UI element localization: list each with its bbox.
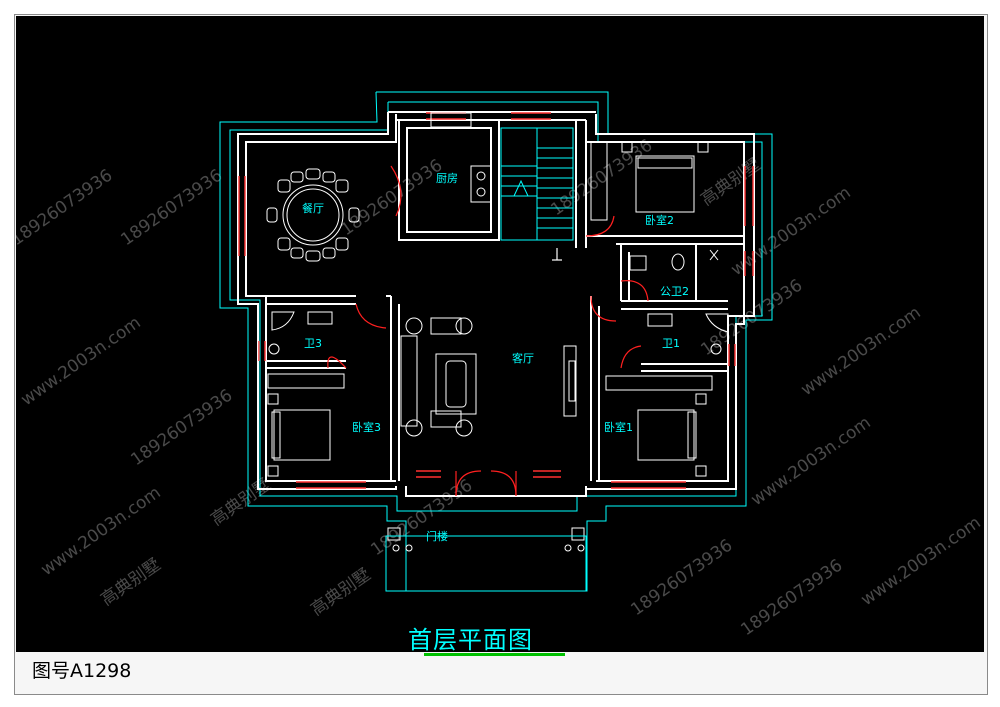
- watermark-phone: 18926073936: [117, 165, 226, 250]
- room-label-public-bath2: 公卫2: [660, 285, 689, 298]
- watermark-phone: 18926073936: [627, 535, 736, 620]
- doors: [327, 165, 649, 497]
- outer-outline: [219, 91, 773, 592]
- fixtures: [266, 112, 729, 592]
- cad-drawing-canvas: 18926073936 18926073936 18926073936 1892…: [16, 16, 984, 652]
- watermark-phone: 18926073936: [737, 555, 846, 640]
- watermark-brand: 高典别墅: [207, 475, 274, 530]
- watermark-site: www.2003n.com: [17, 313, 144, 410]
- room-label-kitchen: 厨房: [436, 172, 458, 185]
- watermark-phone: 18926073936: [16, 165, 116, 250]
- watermark-phone: 18926073936: [697, 275, 806, 360]
- staircase: [500, 127, 574, 241]
- dining-chairs: [266, 168, 360, 262]
- floor-plan: 18926073936 18926073936 18926073936 1892…: [16, 91, 984, 640]
- windows: [238, 112, 754, 489]
- room-label-living: 客厅: [512, 351, 534, 365]
- stair-arrow: [552, 248, 562, 261]
- watermark-site: www.2003n.com: [727, 183, 854, 280]
- watermark-site: www.2003n.com: [857, 513, 984, 610]
- watermark-brand: 高典别墅: [97, 555, 164, 610]
- room-label-bedroom2: 卧室2: [645, 213, 674, 227]
- watermark-site: www.2003n.com: [797, 303, 924, 400]
- drawing-title: 首层平面图: [408, 626, 533, 654]
- room-label-bath1: 卫1: [662, 337, 680, 350]
- walls: [237, 111, 755, 497]
- room-label-bedroom3: 卧室3: [352, 420, 381, 434]
- room-label-bath3: 卫3: [304, 337, 322, 350]
- watermark-brand: 高典别墅: [307, 565, 374, 620]
- room-label-bedroom1: 卧室1: [604, 420, 633, 434]
- watermark-site: www.2003n.com: [747, 413, 874, 510]
- drawing-title-underline: [424, 653, 565, 656]
- drawing-number: 图号A1298: [32, 660, 132, 682]
- room-label-dining: 餐厅: [302, 201, 324, 215]
- room-labels: 餐厅 厨房 卧室2 公卫2 卫3 卫1 客厅 卧室3 卧室1 门楼: [302, 172, 689, 543]
- room-label-porch: 门楼: [426, 529, 448, 543]
- watermark-phone: 18926073936: [127, 385, 236, 470]
